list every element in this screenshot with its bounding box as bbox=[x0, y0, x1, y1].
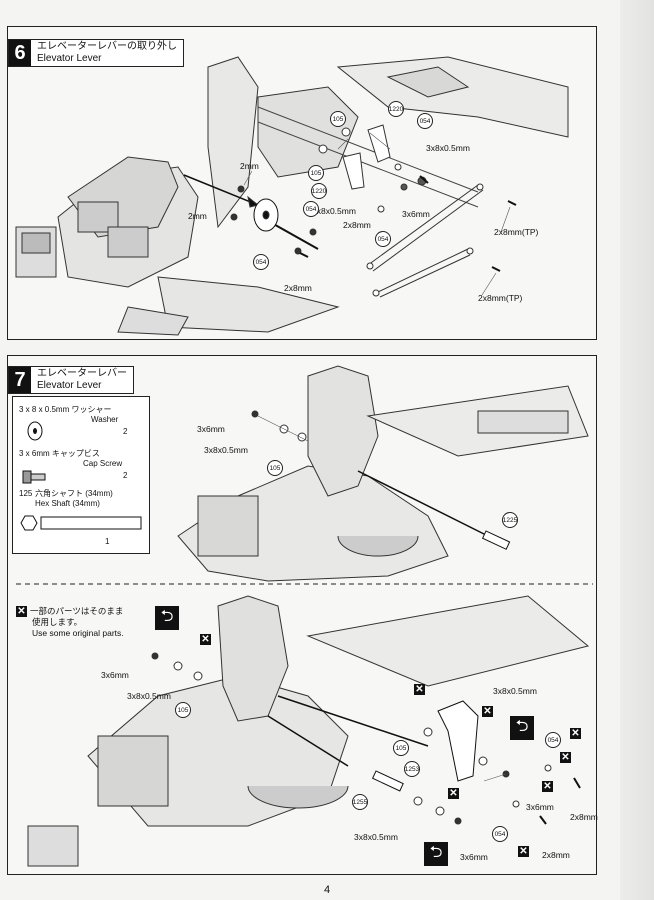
page-number: 4 bbox=[323, 884, 331, 896]
note-jp-line2: 使用します。 bbox=[32, 617, 83, 628]
x-mark-icon: ✕ bbox=[414, 683, 425, 695]
shaft-part-number: 125 bbox=[19, 489, 33, 498]
parts-list-box: 3 x 8 x 0.5mm ワッシャー Washer 2 3 x 6mm キャッ… bbox=[12, 396, 150, 554]
label-2x8mm: 2x8mm bbox=[284, 283, 312, 293]
cap-screw-icon bbox=[22, 470, 46, 484]
label-3x6mm: 3x6mm bbox=[460, 852, 488, 862]
label-3x6mm: 3x6mm bbox=[526, 802, 554, 812]
label-3x6mm: 3x6mm bbox=[197, 424, 225, 434]
label-3x8x0.5mm: 3x8x0.5mm bbox=[493, 686, 537, 696]
part-number-badge: 105 bbox=[175, 702, 191, 718]
part-number-badge: 105 bbox=[267, 460, 283, 476]
washer-icon bbox=[27, 421, 43, 441]
x-mark-icon: ✕ bbox=[518, 845, 529, 857]
step-6-panel: 6 エレベーターレバーの取り外し Elevator Lever 2mm 2mm … bbox=[7, 26, 597, 340]
x-mark-icon: ✕ bbox=[200, 633, 211, 645]
step-number: 6 bbox=[9, 40, 31, 66]
shaft-spec: 六角シャフト (34mm) bbox=[35, 489, 113, 498]
note-jp-line1: 一部のパーツはそのまま bbox=[30, 606, 124, 616]
step-title-jp: エレベーターレバー bbox=[37, 368, 127, 379]
label-3x6mm: 3x6mm bbox=[402, 209, 430, 219]
step-6-illustration bbox=[15, 56, 569, 336]
washer-name: Washer bbox=[91, 415, 119, 424]
part-number-badge: 1253 bbox=[404, 761, 420, 777]
part-number-badge: 105 bbox=[308, 165, 324, 181]
part-number-badge: 1220 bbox=[311, 183, 327, 199]
x-mark-icon: ✕ bbox=[448, 787, 459, 799]
x-mark-icon: ✕ bbox=[542, 780, 553, 792]
shaft-qty: 1 bbox=[105, 537, 110, 546]
screw-qty: 2 bbox=[123, 471, 128, 480]
step-7-header: 7 エレベーターレバー Elevator Lever bbox=[8, 366, 134, 394]
part-number-badge: 105 bbox=[330, 111, 346, 127]
part-number-badge: 1255 bbox=[352, 794, 368, 810]
reuse-part-icon: ⮌ bbox=[424, 842, 448, 866]
label-2mm: 2mm bbox=[188, 211, 207, 221]
x-mark-icon: ✕ bbox=[482, 705, 493, 717]
label-2mm: 2mm bbox=[240, 161, 259, 171]
note-en: Use some original parts. bbox=[32, 628, 124, 639]
reuse-part-icon: ⮌ bbox=[155, 606, 179, 630]
step-7-illustration bbox=[16, 365, 593, 867]
part-number-badge: 1225 bbox=[502, 512, 518, 528]
part-number-badge: 054 bbox=[375, 231, 391, 247]
label-3x8x0.5mm: 3x8x0.5mm bbox=[354, 832, 398, 842]
shaft-name: Hex Shaft (34mm) bbox=[35, 499, 100, 508]
step-6-header: 6 エレベーターレバーの取り外し Elevator Lever bbox=[8, 39, 184, 67]
x-mark-icon: ✕ bbox=[16, 605, 27, 618]
part-number-badge: 054 bbox=[492, 826, 508, 842]
step-number: 7 bbox=[9, 367, 31, 393]
label-3x8x0.5mm: 3x8x0.5mm bbox=[204, 445, 248, 455]
screw-name: Cap Screw bbox=[83, 459, 123, 468]
page-edge-shadow bbox=[620, 0, 654, 900]
reuse-note: ✕一部のパーツはそのまま 使用します。 Use some original pa… bbox=[16, 606, 124, 639]
washer-spec: 3 x 8 x 0.5mm ワッシャー bbox=[19, 405, 112, 414]
label-3x6mm: 3x6mm bbox=[101, 670, 129, 680]
part-number-badge: 054 bbox=[253, 254, 269, 270]
washer-qty: 2 bbox=[123, 427, 128, 436]
part-number-badge: 105 bbox=[393, 740, 409, 756]
part-number-badge: 054 bbox=[303, 201, 319, 217]
step-title-en: Elevator Lever bbox=[37, 53, 102, 64]
step-title-jp: エレベーターレバーの取り外し bbox=[37, 41, 177, 52]
label-2x8mm-tp: 2x8mm(TP) bbox=[494, 227, 539, 237]
label-3x8x0.5mm: 3x8x0.5mm bbox=[127, 691, 171, 701]
x-mark-icon: ✕ bbox=[570, 727, 581, 739]
label-2x8mm: 2x8mm bbox=[570, 812, 598, 822]
part-number-badge: 054 bbox=[545, 732, 561, 748]
step-title-en: Elevator Lever bbox=[37, 380, 102, 391]
label-2x8mm: 2x8mm bbox=[343, 220, 371, 230]
x-mark-icon: ✕ bbox=[560, 751, 571, 763]
part-number-badge: 054 bbox=[417, 113, 433, 129]
label-2x8mm: 2x8mm bbox=[542, 850, 570, 860]
label-3x8x0.5mm: 3x8x0.5mm bbox=[426, 143, 470, 153]
label-3x8x0.5mm: 3x8x0.5mm bbox=[312, 206, 356, 216]
hex-shaft-icon bbox=[20, 515, 142, 531]
reuse-part-icon: ⮌ bbox=[510, 716, 534, 740]
label-2x8mm-tp: 2x8mm(TP) bbox=[478, 293, 523, 303]
part-number-badge: 1220 bbox=[388, 101, 404, 117]
screw-spec: 3 x 6mm キャップビス bbox=[19, 449, 100, 458]
